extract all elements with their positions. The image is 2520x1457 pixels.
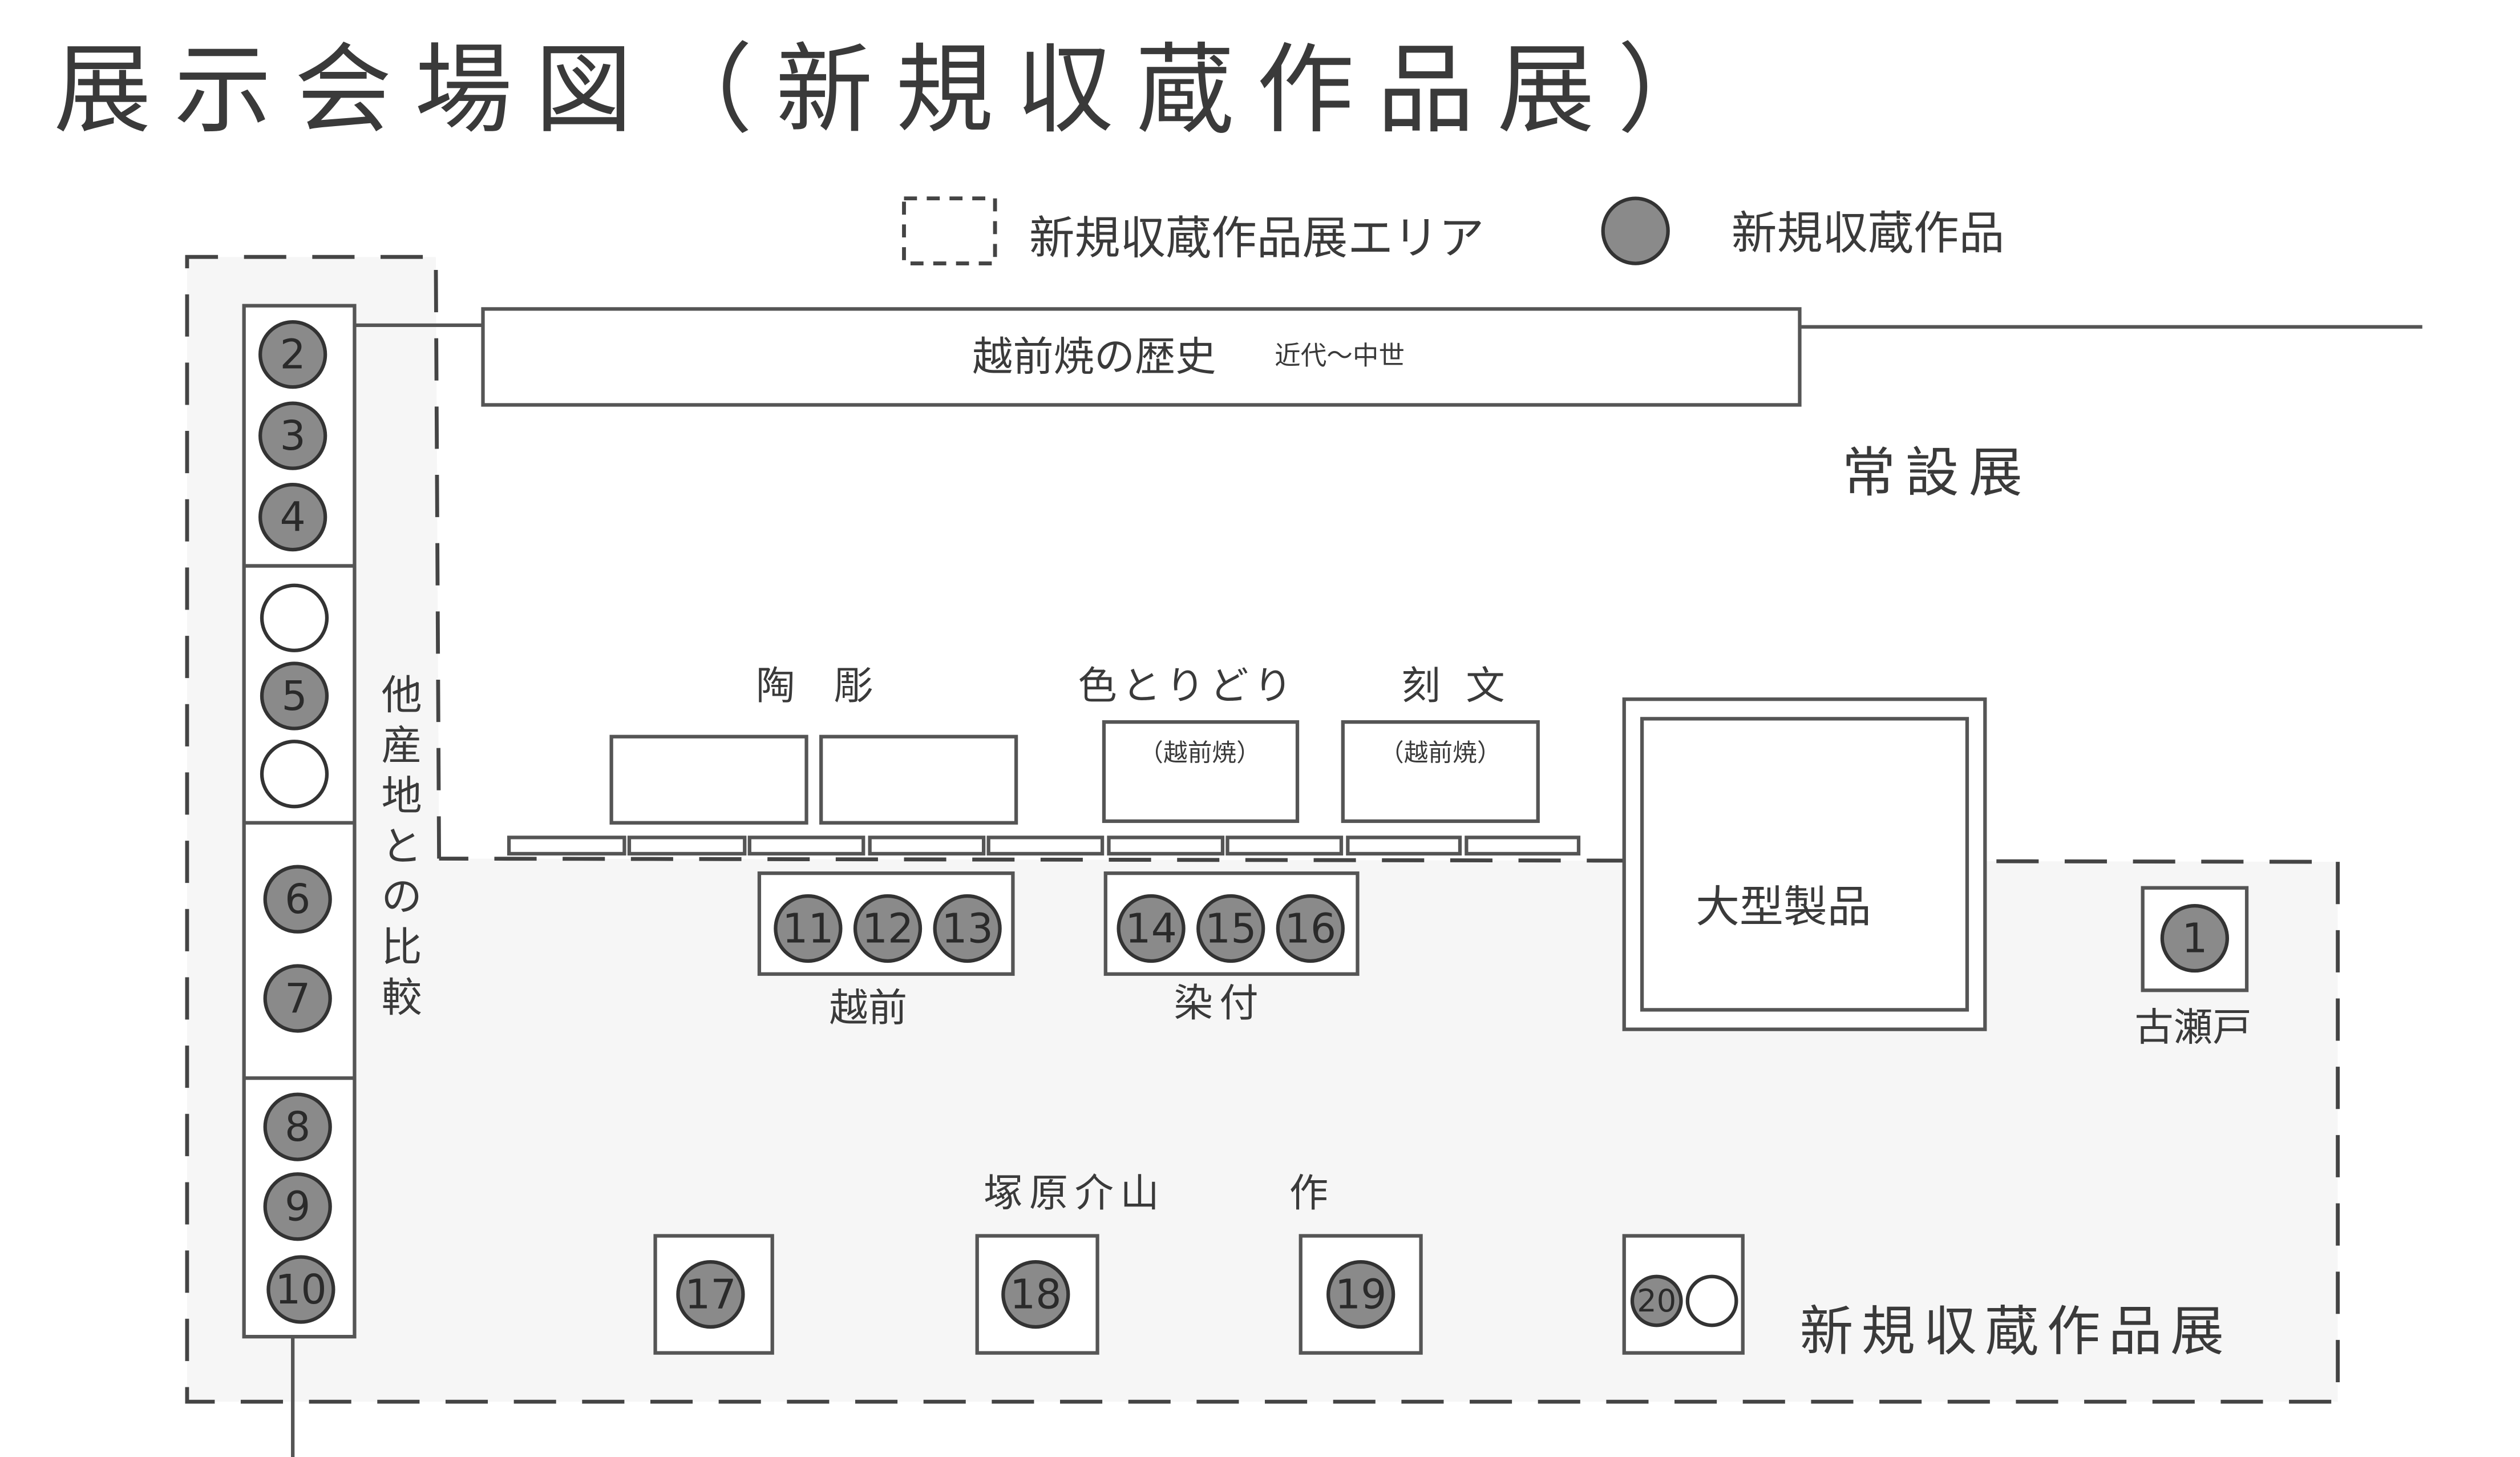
legend-work-swatch <box>1601 196 1670 265</box>
display-case <box>1341 720 1540 824</box>
work-7[interactable]: 7 <box>263 964 332 1033</box>
section-label-chokoku: 陶 彫 <box>756 664 873 709</box>
history-sub-label: 近代〜中世 <box>1275 340 1405 370</box>
svg-text:1: 1 <box>2182 915 2207 962</box>
section-label-irotoridori: 色とりどり <box>1078 664 1297 709</box>
display-case <box>1102 720 1300 824</box>
svg-text:5: 5 <box>281 672 307 720</box>
display-case <box>819 734 1018 825</box>
svg-text:12: 12 <box>862 905 914 952</box>
echizen-note: （越前焼） <box>1380 738 1502 767</box>
svg-text:13: 13 <box>941 905 993 952</box>
svg-text:比: 比 <box>381 923 422 971</box>
svg-text:7: 7 <box>285 975 310 1022</box>
work-10[interactable]: 10 <box>266 1255 335 1324</box>
new-exhibition-label: 新規収蔵作品展 <box>1799 1301 2232 1363</box>
koseto-label: 古瀬戸 <box>2134 1006 2251 1051</box>
history-case <box>481 307 1802 407</box>
work-18[interactable]: 18 <box>1001 1260 1070 1329</box>
work-1[interactable]: 1 <box>2160 903 2229 973</box>
large-products-inner <box>1640 717 1969 1012</box>
work-11[interactable]: 11 <box>774 894 843 963</box>
work-9[interactable]: 9 <box>263 1172 332 1241</box>
svg-text:14: 14 <box>1125 905 1177 952</box>
work-8[interactable]: 8 <box>263 1092 332 1161</box>
permanent-exhibition-label: 常設展 <box>1842 442 2032 504</box>
svg-text:19: 19 <box>1335 1271 1387 1318</box>
work-20[interactable]: 20 <box>1630 1274 1683 1327</box>
svg-text:較: 較 <box>381 974 422 1021</box>
svg-text:4: 4 <box>280 494 305 541</box>
svg-text:11: 11 <box>782 905 834 952</box>
work-19[interactable]: 19 <box>1326 1260 1395 1329</box>
echizen-label: 越前 <box>829 986 907 1031</box>
svg-text:3: 3 <box>280 412 305 459</box>
svg-text:産: 産 <box>381 722 422 769</box>
comparison-label: 他 産 地 と の 比 較 <box>381 671 422 1021</box>
svg-text:8: 8 <box>285 1103 310 1151</box>
svg-text:10: 10 <box>275 1266 327 1313</box>
work-12[interactable]: 12 <box>853 894 923 963</box>
work-5[interactable]: 5 <box>260 661 329 730</box>
legend-work-label: 新規収蔵作品 <box>1732 207 2005 260</box>
svg-text:2: 2 <box>280 331 305 378</box>
svg-text:20: 20 <box>1637 1283 1676 1319</box>
svg-text:15: 15 <box>1205 905 1257 952</box>
sometsuke-label: 染付 <box>1174 981 1265 1026</box>
svg-text:と: と <box>381 822 422 870</box>
large-products-label: 大型製品 <box>1696 882 1871 933</box>
shelf-row <box>507 836 1581 856</box>
artist-label: 塚原介山 <box>984 1171 1166 1216</box>
svg-text:9: 9 <box>285 1183 310 1230</box>
artist-suffix: 作 <box>1289 1171 1328 1216</box>
svg-text:他: 他 <box>381 671 422 719</box>
work-15[interactable]: 15 <box>1196 894 1265 963</box>
new-exhibition-area-border <box>185 255 2340 1404</box>
svg-text:17: 17 <box>685 1271 737 1318</box>
display-case <box>975 1234 1099 1355</box>
wall-line <box>291 1337 295 1457</box>
legend-area-label: 新規収蔵作品展エリア <box>1029 211 1485 264</box>
other-work-marker <box>260 583 329 652</box>
other-work-marker <box>260 740 329 809</box>
work-6[interactable]: 6 <box>263 865 332 934</box>
svg-text:地: 地 <box>381 772 422 820</box>
work-2[interactable]: 2 <box>258 320 327 389</box>
history-label: 越前焼の歴史 <box>972 333 1216 381</box>
work-3[interactable]: 3 <box>258 401 327 470</box>
new-exhibition-area-fill <box>187 257 2338 1402</box>
work-17[interactable]: 17 <box>676 1260 745 1329</box>
case-dividers <box>244 564 355 1080</box>
work-14[interactable]: 14 <box>1117 894 1186 963</box>
svg-text:16: 16 <box>1285 905 1337 952</box>
legend-area-swatch <box>902 196 997 266</box>
echizen-note: （越前焼） <box>1139 738 1261 767</box>
work-16[interactable]: 16 <box>1276 894 1345 963</box>
other-work-marker <box>1685 1274 1738 1327</box>
svg-text:6: 6 <box>285 875 310 923</box>
work-13[interactable]: 13 <box>933 894 1002 963</box>
svg-text:18: 18 <box>1010 1271 1062 1318</box>
work-4[interactable]: 4 <box>258 482 327 552</box>
svg-text:の: の <box>381 873 422 921</box>
page-title: 展示会場図（新規収蔵作品展） <box>54 34 1738 147</box>
display-case <box>609 734 808 825</box>
section-label-kokumon: 刻 文 <box>1401 664 1511 709</box>
